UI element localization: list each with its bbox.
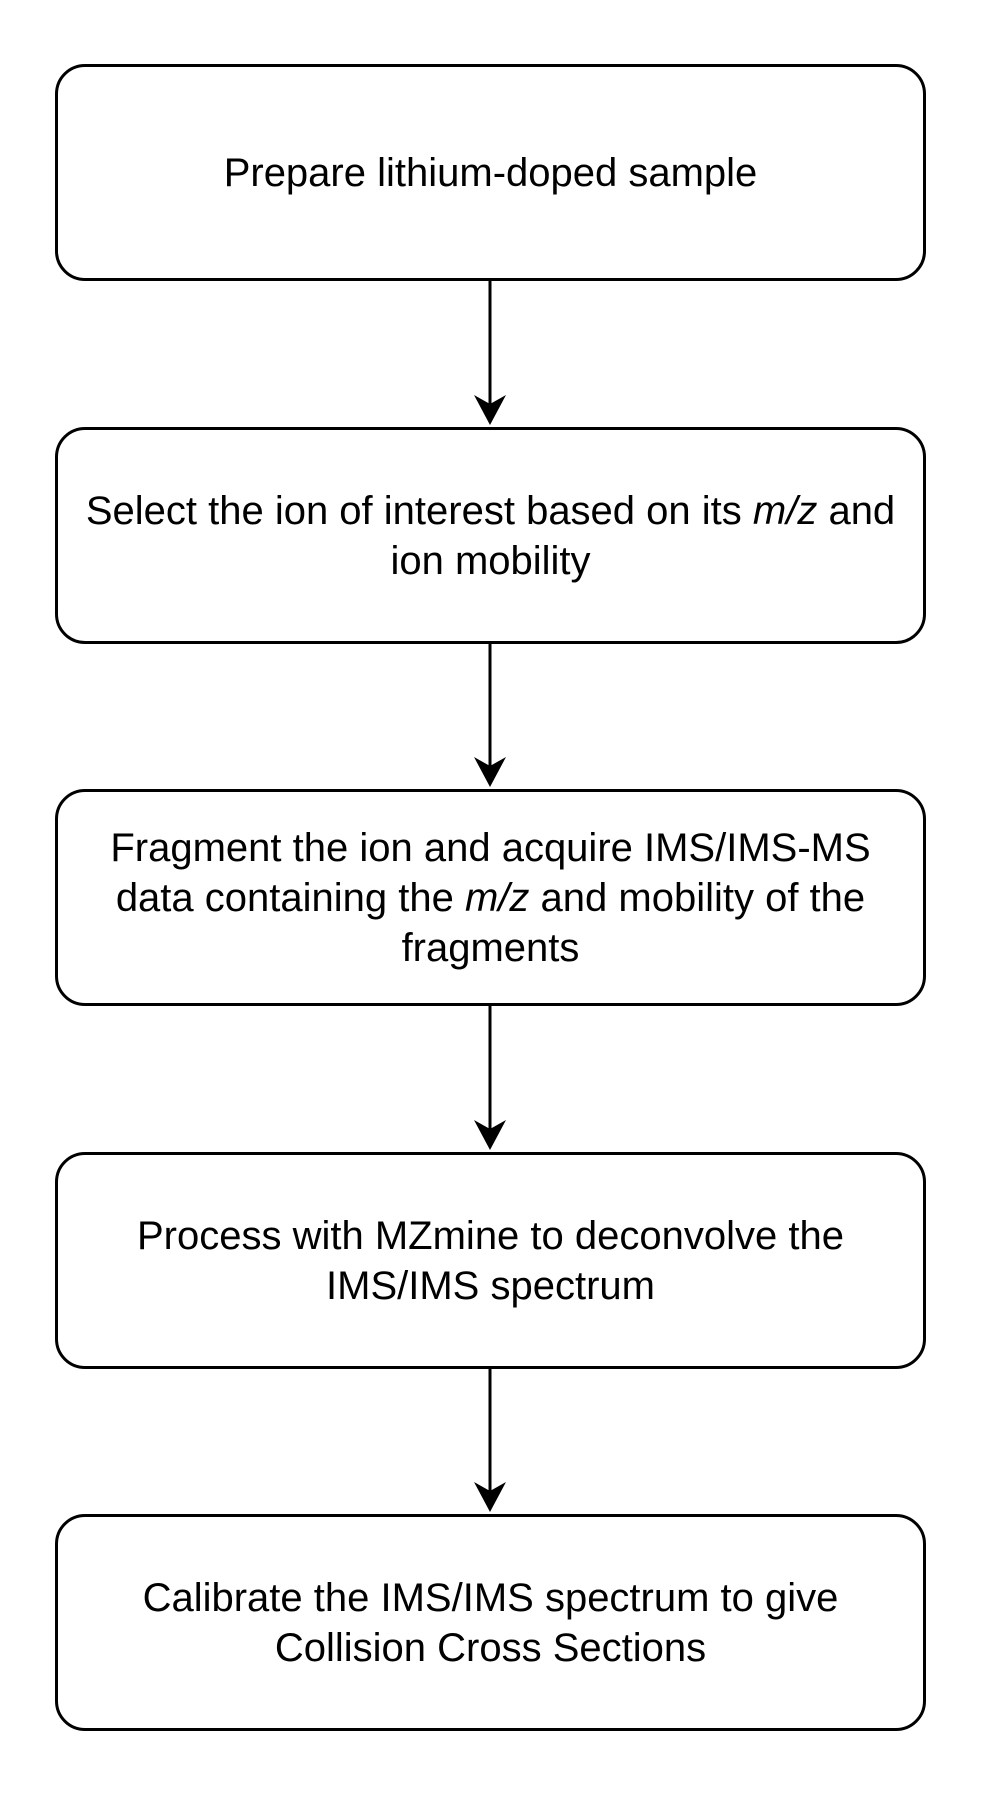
- italic-term: m/z: [464, 875, 530, 920]
- step-3-box: Fragment the ion and acquire IMS/IMS-MS …: [55, 789, 926, 1006]
- text-run: Prepare lithium-doped sample: [223, 150, 758, 195]
- step-5-box: Calibrate the IMS/IMS spectrum to give C…: [55, 1514, 926, 1731]
- text-run: Fragment the ion and acquire IMS/IMS-MS …: [110, 825, 871, 920]
- text-run: and ion mobility: [390, 488, 896, 583]
- arrow-4-to-5: [474, 1369, 506, 1512]
- step-2-text: Select the ion of interest based on its …: [78, 486, 903, 586]
- text-run: Calibrate the IMS/IMS spectrum to give C…: [142, 1575, 839, 1670]
- text-run: Process with MZmine to deconvolve the IM…: [137, 1213, 844, 1308]
- step-1-box: Prepare lithium-doped sample: [55, 64, 926, 281]
- text-run: and mobility of the fragments: [401, 875, 866, 970]
- step-2-box: Select the ion of interest based on its …: [55, 427, 926, 644]
- arrow-2-to-3: [474, 644, 506, 787]
- arrow-3-to-4: [474, 1006, 506, 1150]
- step-1-text: Prepare lithium-doped sample: [224, 148, 758, 198]
- arrow-1-to-2: [474, 281, 506, 425]
- step-4-text: Process with MZmine to deconvolve the IM…: [78, 1211, 903, 1311]
- italic-term: m/z: [752, 488, 818, 533]
- step-5-text: Calibrate the IMS/IMS spectrum to give C…: [78, 1573, 903, 1673]
- step-3-text: Fragment the ion and acquire IMS/IMS-MS …: [78, 823, 903, 973]
- step-4-box: Process with MZmine to deconvolve the IM…: [55, 1152, 926, 1369]
- text-run: Select the ion of interest based on its: [85, 488, 753, 533]
